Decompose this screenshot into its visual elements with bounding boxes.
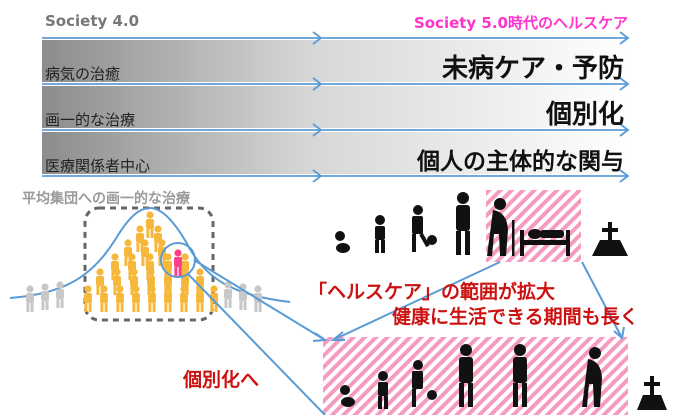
hatch-extended-area [323,337,628,415]
row-3-left: 医療関係者中心 [45,157,151,175]
distribution-curve [9,206,291,303]
walking-adult-2-icon [513,344,527,407]
row-1-right: 未病ケア・予防 [441,54,624,84]
row-2-right: 個別化 [545,100,624,130]
row-1-left: 病気の治癒 [45,65,121,83]
walking-adult-icon-extended [459,344,473,407]
row-band-1 [42,40,628,82]
child-icon [375,215,385,253]
range-caption-line1: 「ヘルスケア」の範囲が拡大 [308,281,556,303]
elderly-walking-icon [582,347,602,407]
transition-arrows [42,31,630,183]
walking-adult-icon [456,192,470,255]
gravestone-icon-extended [637,376,667,410]
kid-with-ball-icon [412,205,437,252]
baby-icon-extended [340,385,355,407]
population-illustration [9,190,667,415]
highlighted-person-icon [174,249,182,276]
flow-arrows [187,259,625,415]
range-caption-line2: 健康に生活できる期間も長く [392,306,639,328]
row-2-left: 画一的な治療 [45,111,136,129]
row-band-2 [42,86,628,128]
hospital-bed-icon [520,229,570,256]
elderly-with-cane-icon [487,198,515,256]
personalization-label: 個別化へ [183,369,260,391]
row-3-right: 個人の主体的な関与 [417,149,624,175]
kid-with-ball-icon-extended [412,360,437,407]
society-4-label: Society 4.0 [45,12,140,30]
baby-icon [335,231,350,253]
crowd-tail-people [26,281,262,312]
row-band-3 [42,132,628,174]
population-caption: 平均集団への画一的な治療 [22,191,190,207]
gravestone-icon [592,222,628,256]
child-icon-extended [378,371,388,409]
society-5-label: Society 5.0時代のヘルスケア [413,14,628,32]
